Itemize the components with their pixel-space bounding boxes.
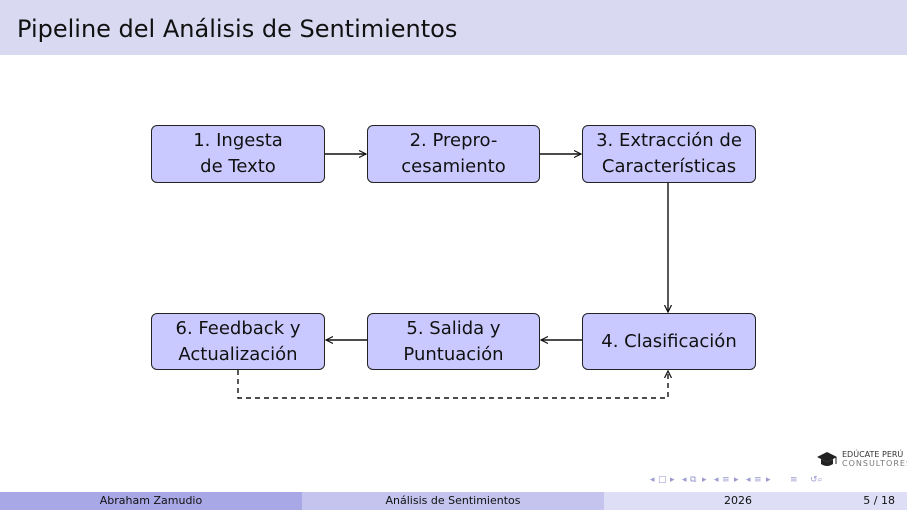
node-extraccion-caracteristicas: 3. Extracción de Características — [582, 125, 756, 183]
node-label-line: cesamiento — [401, 156, 506, 177]
node-label-line: 4. Clasificación — [601, 330, 737, 352]
beamer-navigation: ◂ □ ▸ ◂ ⧉ ▸ ◂ ≡ ▸ ◂ ≡ ▸ ≡ ↺⌕ — [650, 475, 902, 489]
logo-line-1: EDÚCATE PERÚ — [842, 450, 904, 459]
node-label-line: 3. Extracción de — [596, 130, 742, 151]
node-ingesta-texto: 1. Ingesta de Texto — [151, 125, 325, 183]
frame-left-icon[interactable]: ◂ — [650, 475, 655, 485]
footer-bar: Abraham Zamudio Análisis de Sentimientos… — [0, 492, 907, 510]
node-label-line: 1. Ingesta — [193, 130, 283, 151]
graduation-cap-icon — [817, 452, 837, 466]
section-left-icon[interactable]: ◂ — [714, 475, 719, 485]
align-icon[interactable]: ≡ — [790, 475, 798, 485]
logo-line-2: CONSULTORES — [842, 459, 907, 468]
section-icon[interactable]: ≡ — [722, 475, 730, 485]
node-label-line: 2. Prepro- — [409, 130, 498, 151]
slide-title: Pipeline del Análisis de Sentimientos — [17, 15, 458, 43]
node-preprocesamiento: 2. Prepro-cesamiento — [367, 125, 540, 183]
frame-right-icon[interactable]: ▸ — [670, 475, 675, 485]
company-logo: EDÚCATE PERÚ CONSULTORES — [816, 450, 907, 472]
slide-right-icon[interactable]: ▸ — [766, 475, 771, 485]
node-label-line: 6. Feedback y — [175, 317, 301, 339]
subsection-icon[interactable]: ⧉ — [690, 475, 697, 485]
zoom-icon[interactable]: ↺⌕ — [810, 475, 823, 485]
frame-icon[interactable]: □ — [658, 475, 667, 485]
subsection-left-icon[interactable]: ◂ — [682, 475, 687, 485]
feedback-dashed-arrow — [237, 370, 668, 399]
slide-left-icon[interactable]: ◂ — [746, 475, 751, 485]
node-label-line: Características — [601, 156, 737, 177]
node-feedback-actualizacion: 6. Feedback y Actualización — [151, 313, 325, 370]
footer-author: Abraham Zamudio — [0, 492, 302, 510]
node-label-line: Actualización — [178, 343, 298, 365]
node-label-line: de Texto — [200, 156, 276, 177]
slide-icon[interactable]: ≡ — [754, 475, 762, 485]
node-clasificacion: 4. Clasificación — [582, 313, 756, 370]
section-right-icon[interactable]: ▸ — [734, 475, 739, 485]
subsection-right-icon[interactable]: ▸ — [702, 475, 707, 485]
title-bar: Pipeline del Análisis de Sentimientos — [0, 0, 907, 55]
node-label-line: 5. Salida y — [406, 317, 501, 339]
node-label-line: Puntuación — [403, 343, 504, 365]
footer-short-title: Análisis de Sentimientos — [302, 492, 604, 510]
node-salida-puntuacion: 5. Salida y Puntuación — [367, 313, 540, 370]
footer-right-section: 2026 5 / 18 — [604, 492, 907, 510]
footer-date: 2026 — [724, 494, 752, 507]
footer-page-number: 5 / 18 — [863, 494, 895, 507]
